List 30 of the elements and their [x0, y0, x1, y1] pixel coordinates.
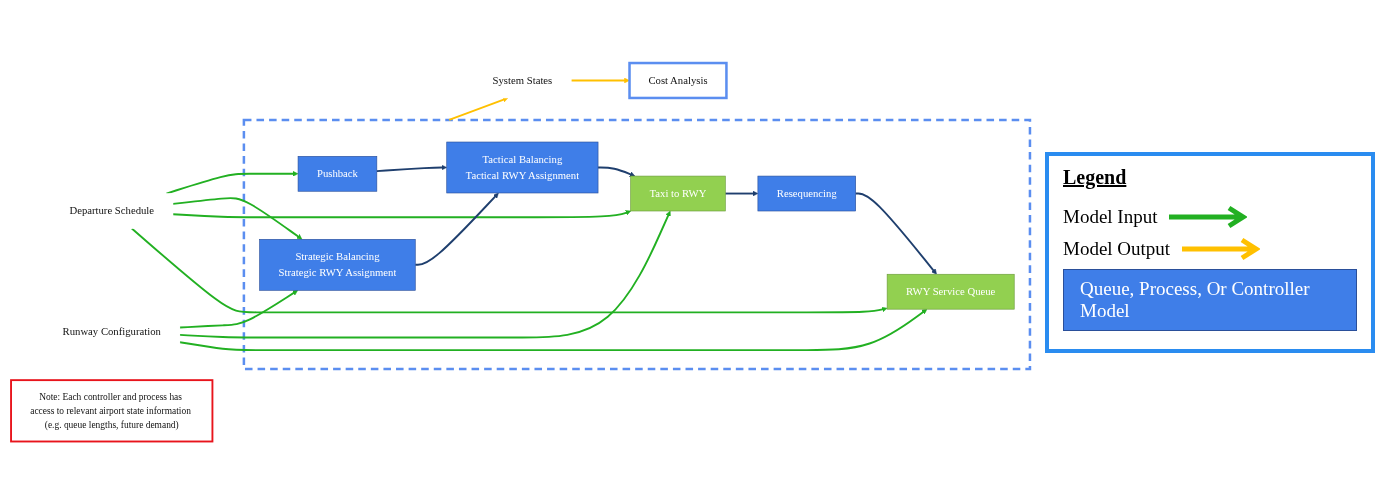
node-box: Cost Analysis: [628, 61, 728, 99]
node-text: Runway Configuration: [62, 324, 161, 337]
arrow: [854, 192, 937, 275]
arrow: [178, 308, 928, 351]
node-box: Pushback: [297, 155, 378, 192]
arrow: [375, 164, 447, 172]
node-box: RWY Service Queue: [886, 273, 1015, 310]
cluster: [242, 118, 1032, 370]
arrow: [414, 192, 499, 266]
node-text: System States: [492, 74, 553, 87]
arrow: [448, 96, 509, 121]
arrow: [172, 196, 303, 240]
node-box: Tactical Balancing Tactical RWY Assignment: [446, 141, 599, 194]
node-text: Departure Schedule: [69, 204, 155, 217]
arrow: [178, 289, 299, 329]
arrow: [165, 170, 299, 195]
arrow: [130, 227, 888, 313]
node-box: Note: Each controller and process has access to relevant airport state information (e.g. queue lengths, future demand): [10, 378, 214, 443]
arrow: [724, 190, 759, 197]
legend-box-sample: Queue, Process, Or Controller Model: [1063, 268, 1357, 331]
arrow: [570, 77, 630, 83]
legend-text: Model Input: [1063, 205, 1158, 228]
arrow: [178, 210, 671, 339]
arrow: [597, 166, 636, 177]
legend-text: Model Output: [1063, 237, 1171, 260]
node-box: Taxi to RWY: [630, 175, 726, 212]
legend-heading: Legend: [1063, 165, 1127, 189]
arrow: [172, 209, 632, 218]
node-box: Resequencing: [757, 175, 856, 212]
node-box: Strategic Balancing Strategic RWY Assignment: [259, 238, 416, 291]
